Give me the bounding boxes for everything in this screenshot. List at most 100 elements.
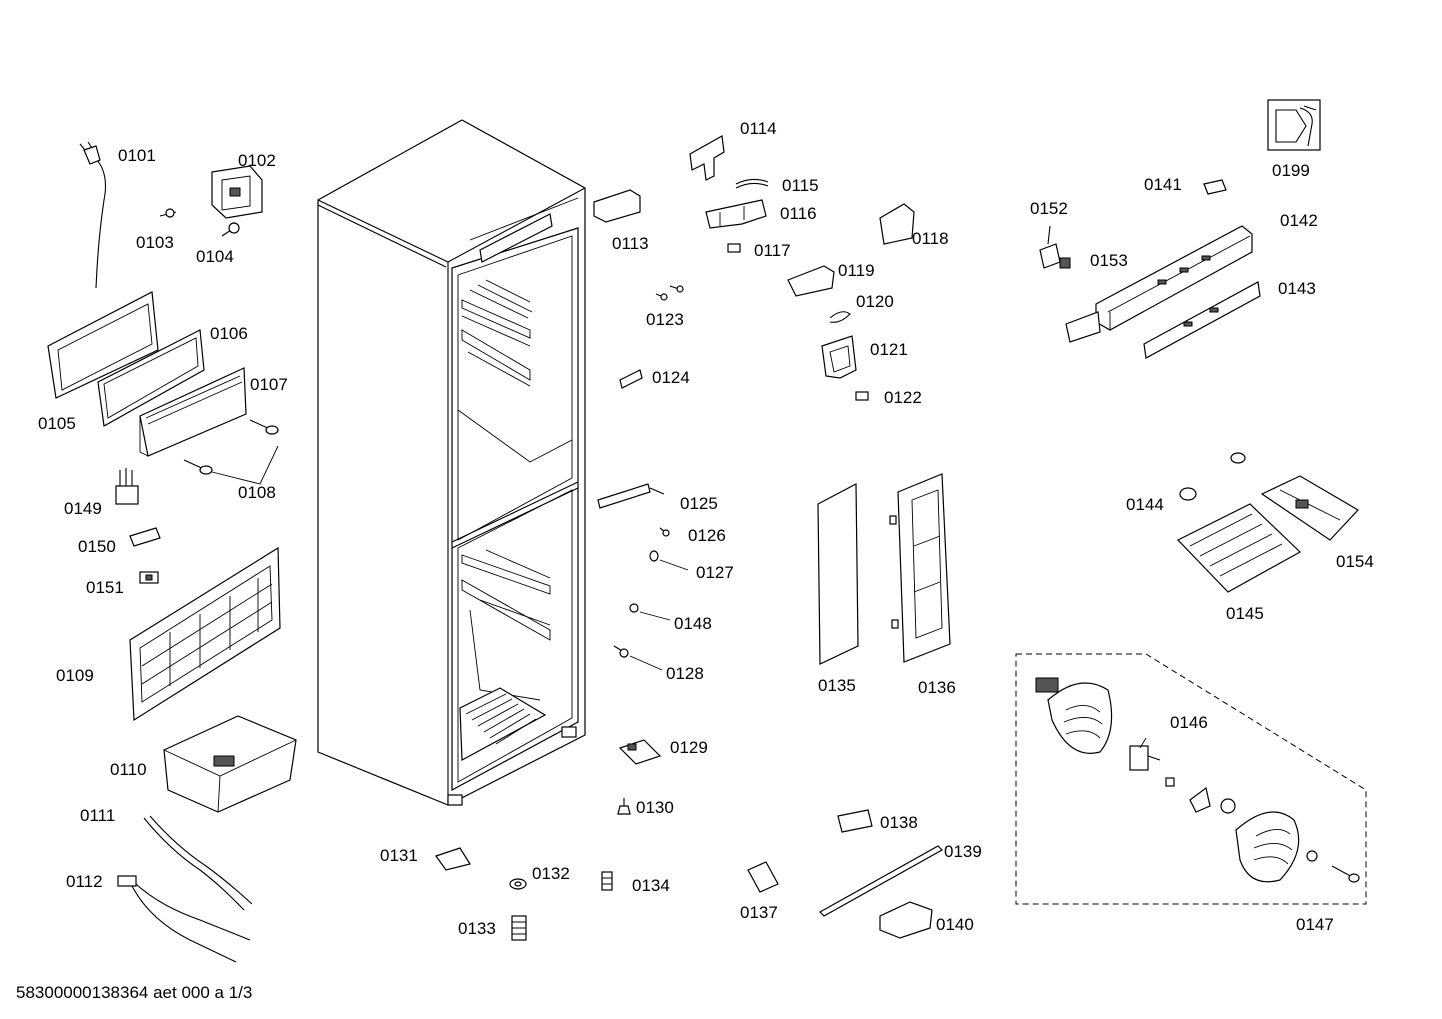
- label-0148: 0148: [674, 614, 712, 633]
- label-0140: 0140: [936, 915, 974, 934]
- label-0106: 0106: [210, 324, 248, 343]
- label-0112: 0112: [66, 872, 103, 891]
- label-0138: 0138: [880, 813, 918, 832]
- strip-0139: [819, 845, 943, 917]
- label-0147: 0147: [1296, 915, 1334, 934]
- label-0111: 0111: [80, 806, 115, 825]
- door-frame-0136: [889, 473, 951, 663]
- screw-0126: [659, 527, 670, 537]
- label-0145: 0145: [1226, 604, 1264, 623]
- cover-0119: [787, 265, 835, 297]
- service-icon-0199: [1267, 99, 1321, 151]
- label-0136: 0136: [918, 678, 956, 697]
- label-0114: 0114: [740, 119, 777, 138]
- label-0137: 0137: [740, 903, 778, 922]
- label-0134: 0134: [632, 876, 670, 895]
- clip-0115: [735, 178, 769, 189]
- cover-0154: [1260, 475, 1359, 541]
- part-0140: [879, 901, 933, 939]
- label-0152: 0152: [1030, 199, 1068, 218]
- lower-shelves: [461, 549, 551, 701]
- label-0142: 0142: [1280, 211, 1318, 230]
- holder-0121: [821, 335, 857, 379]
- pin-0128: [613, 645, 663, 671]
- knob-0104: [221, 222, 240, 237]
- part-0153: [1059, 257, 1071, 269]
- spring-0120: [829, 311, 851, 323]
- label-0128: 0128: [666, 664, 704, 683]
- label-0125: 0125: [680, 494, 718, 513]
- part-0122: [855, 391, 869, 401]
- part-labels: 0101 0102 0103 0104 0105 0106 0107 0108 …: [38, 119, 1374, 938]
- hinge-0131: [435, 847, 471, 871]
- screws-0108: [183, 419, 279, 485]
- part-0151: [139, 571, 159, 584]
- fan-motor-0146: [1129, 745, 1175, 787]
- label-0122: 0122: [884, 388, 922, 407]
- label-0126: 0126: [688, 526, 726, 545]
- screws-0123: [655, 285, 684, 301]
- part-0141: [1203, 179, 1227, 195]
- label-0132: 0132: [532, 864, 570, 883]
- power-cord: [79, 141, 107, 289]
- label-0149: 0149: [64, 499, 102, 518]
- screw-0103: [159, 208, 177, 218]
- label-0144: 0144: [1126, 495, 1164, 514]
- part-0137: [747, 861, 779, 893]
- label-0102: 0102: [238, 151, 276, 170]
- label-0105: 0105: [38, 414, 76, 433]
- bulb-0144: [1179, 452, 1246, 501]
- lamp-housing-0142: [1065, 225, 1253, 343]
- holder-0116: [705, 199, 767, 229]
- screw-0134: [601, 871, 613, 891]
- label-0119: 0119: [838, 261, 875, 280]
- label-0116: 0116: [780, 204, 817, 223]
- thermostat-housing: [211, 165, 263, 219]
- label-0124: 0124: [652, 368, 690, 387]
- fan-assembly-0147: [1015, 653, 1367, 905]
- label-0129: 0129: [670, 738, 708, 757]
- upper-shelves: [461, 279, 533, 387]
- control-panel-0107: [139, 367, 247, 457]
- label-0104: 0104: [196, 247, 234, 266]
- label-0146: 0146: [1170, 713, 1208, 732]
- rail-0125: [597, 483, 665, 509]
- floor-tray: [459, 687, 547, 761]
- part-0138: [837, 809, 873, 833]
- label-0121: 0121: [870, 340, 908, 359]
- label-0107: 0107: [250, 375, 288, 394]
- label-0117: 0117: [754, 241, 791, 260]
- lamp-cover-frame: [47, 291, 159, 399]
- label-0123: 0123: [646, 310, 684, 329]
- label-0199: 0199: [1272, 161, 1310, 180]
- cover-0143: [1143, 281, 1261, 359]
- gasket-0106: [97, 329, 205, 427]
- foot-0130: [617, 798, 631, 815]
- label-0141: 0141: [1144, 175, 1182, 194]
- label-0110: 0110: [110, 760, 147, 779]
- label-0108: 0108: [238, 483, 276, 502]
- label-0120: 0120: [856, 292, 894, 311]
- door-panel-0135: [817, 483, 859, 665]
- label-0127: 0127: [696, 563, 734, 582]
- label-0135: 0135: [818, 676, 856, 695]
- cover-0118: [879, 203, 915, 245]
- basket-0145: [1177, 503, 1302, 593]
- label-0103: 0103: [136, 233, 174, 252]
- label-0143: 0143: [1278, 279, 1316, 298]
- label-0109: 0109: [56, 666, 94, 685]
- part-0113: [593, 189, 641, 223]
- bracket-0114: [689, 135, 725, 181]
- document-footer: 58300000138364 aet 000 a 1/3: [16, 983, 252, 1002]
- terminal-0149: [115, 468, 139, 505]
- label-0151: 0151: [86, 578, 124, 597]
- label-0153: 0153: [1090, 251, 1128, 270]
- part-0127: [649, 550, 689, 571]
- screw-0133: [511, 915, 527, 941]
- refrigerator-cabinet: [317, 119, 586, 806]
- leader-lines: [1139, 737, 1147, 749]
- label-0118: 0118: [912, 229, 949, 248]
- washer-0132: [509, 878, 527, 890]
- label-0130: 0130: [636, 798, 674, 817]
